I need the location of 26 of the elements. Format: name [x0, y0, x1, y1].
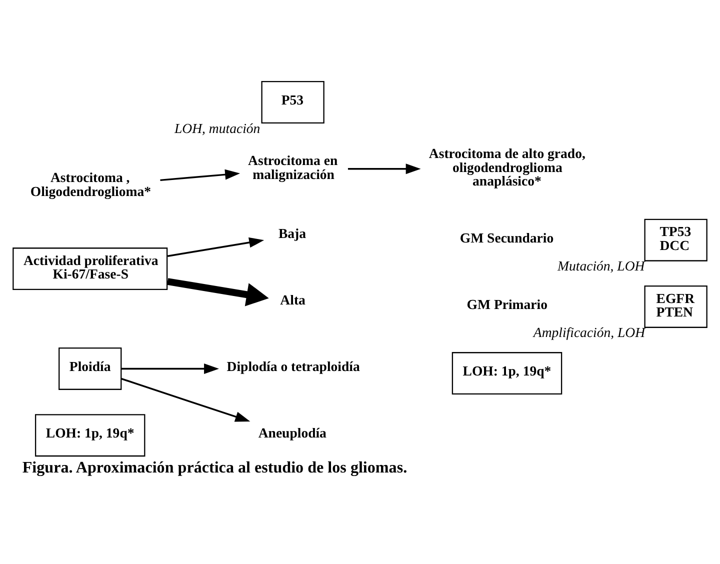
caption: Figura. Aproximación práctica al estudio de los gliomas. [22, 459, 408, 476]
node-box: TP53 DCC [644, 218, 708, 262]
arrow [348, 164, 421, 174]
node-box: Ploidía [58, 347, 122, 390]
node-box: P53 [261, 81, 324, 124]
node-text: Aneuplodía [258, 426, 326, 441]
arrow [120, 378, 250, 422]
arrow [167, 237, 264, 257]
node-text: Baja [278, 226, 306, 241]
arrow [167, 278, 269, 306]
node-text: Astrocitoma en malignización [248, 152, 338, 182]
node-text: Alta [280, 292, 306, 308]
node-label: Amplificación, LOH [533, 325, 646, 340]
node-box: LOH: 1p, 19q* [452, 352, 562, 395]
node-text: Astrocitoma , Oligodendroglioma* [30, 170, 151, 199]
node-box: Actividad proliferativa Ki-67/Fase-S [12, 248, 168, 290]
node-label: LOH, mutación [174, 120, 260, 136]
label: GM Secundario [460, 230, 554, 246]
arrow [160, 169, 240, 182]
label: GM Primario [466, 297, 548, 312]
node-label: Mutación, LOH [558, 258, 645, 274]
node-text: Astrocitoma de alto grado, oligodendroglioma anaplásico* [428, 146, 586, 189]
arrow [121, 363, 219, 374]
node-text: Diplodía o tetraploidía [226, 359, 360, 374]
node-box: LOH: 1p, 19q* [34, 414, 146, 457]
node-box: EGFR PTEN [644, 285, 708, 328]
